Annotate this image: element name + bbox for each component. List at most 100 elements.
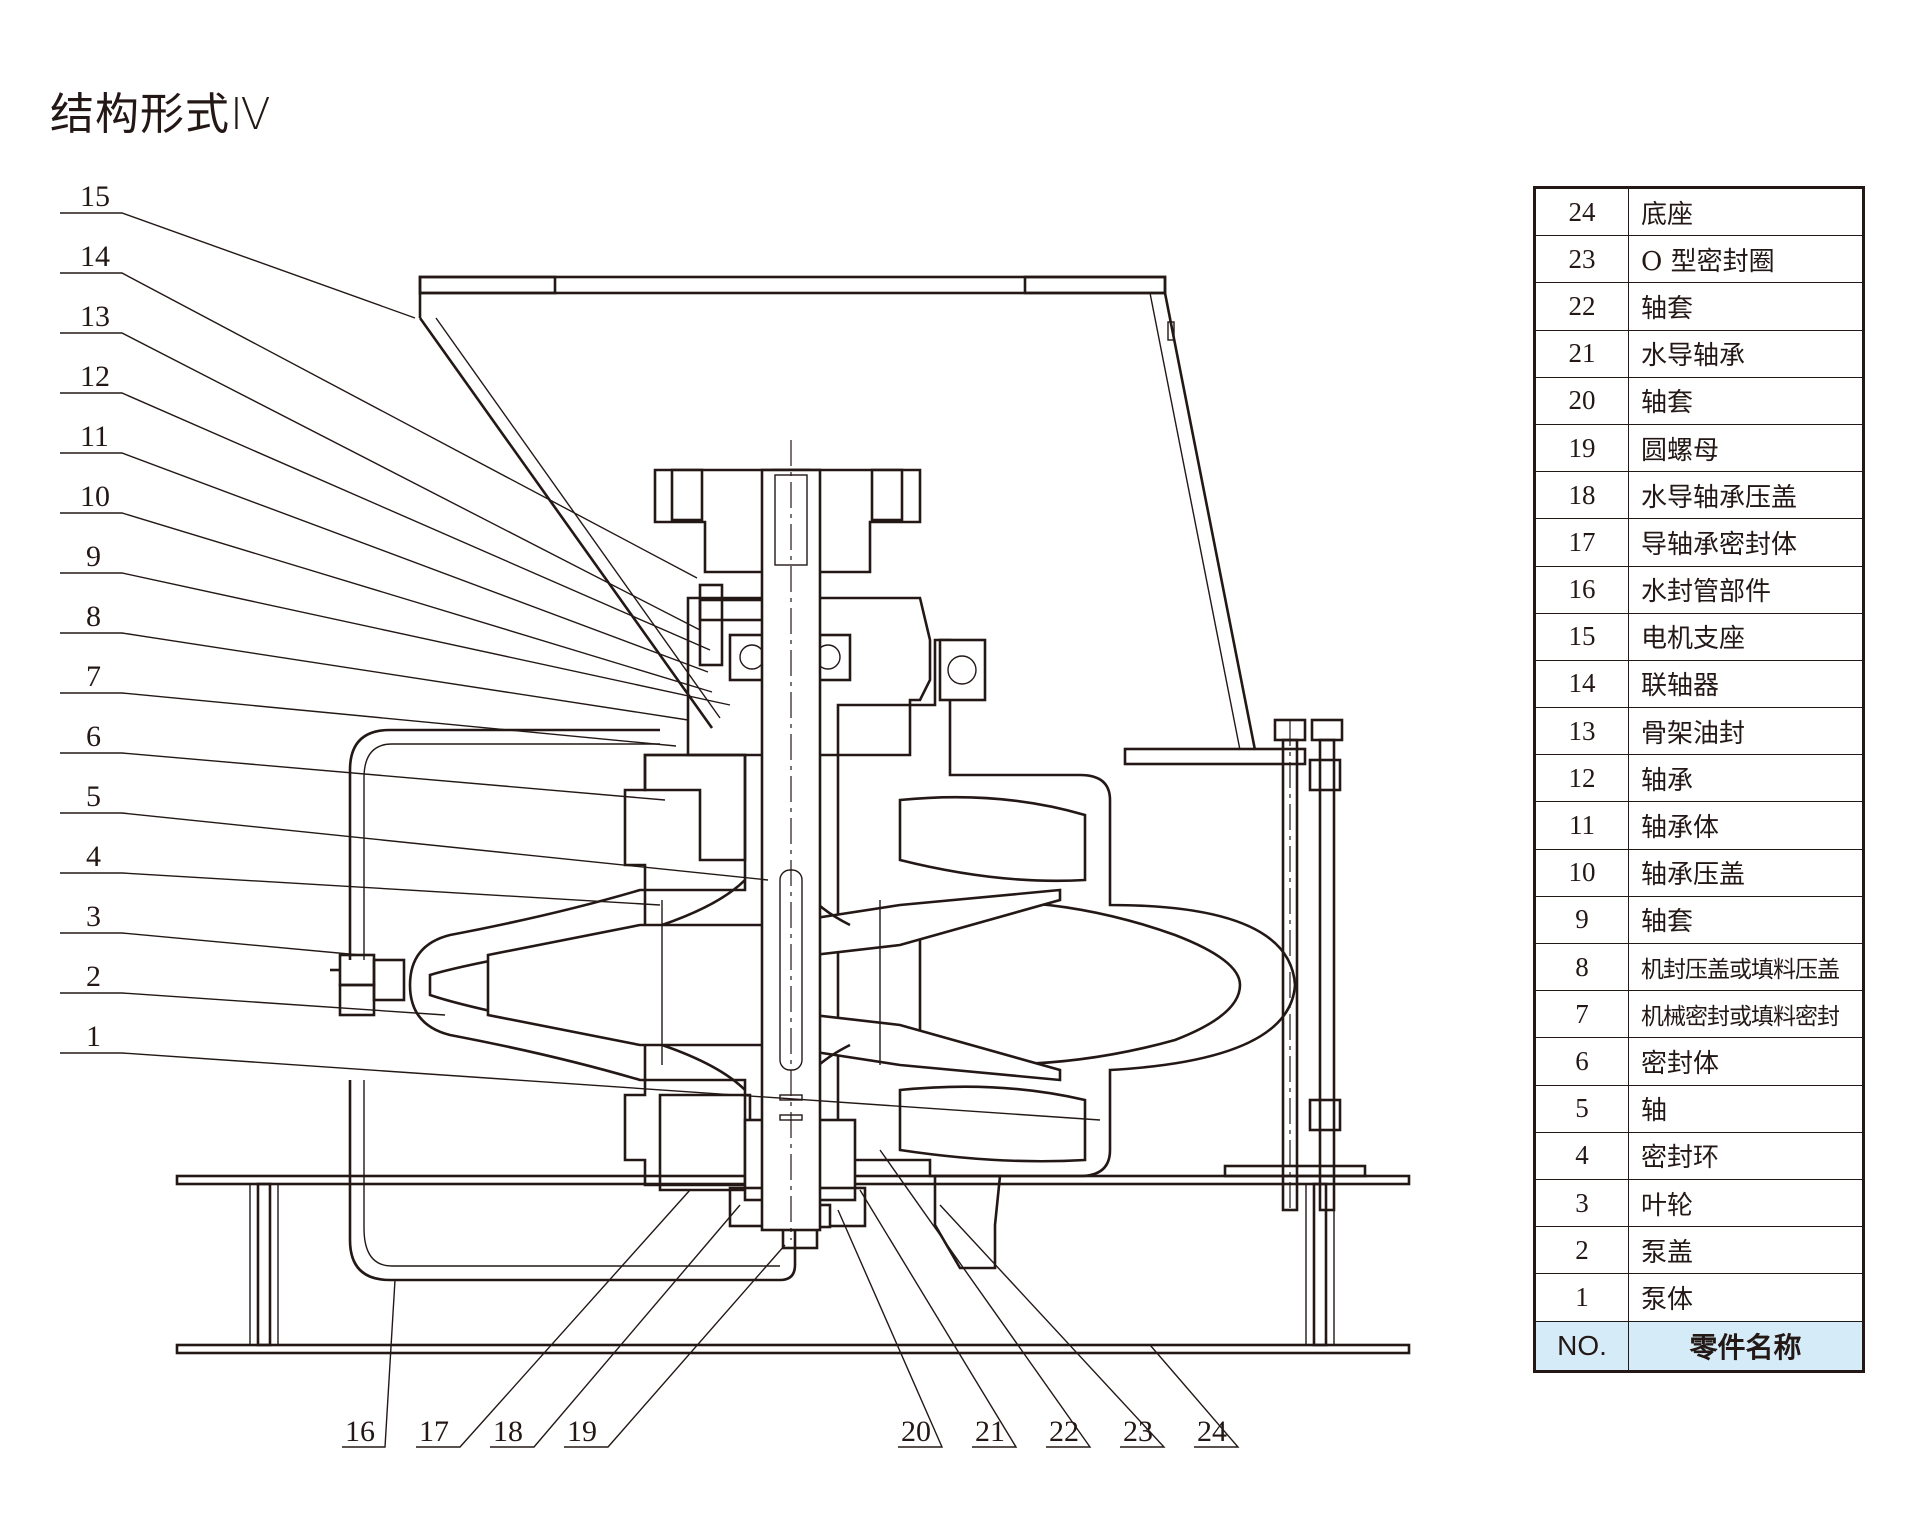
part-name: 骨架油封: [1628, 707, 1864, 756]
part-name: 机械密封或填料密封: [1628, 990, 1864, 1039]
part-name: 底座: [1628, 186, 1864, 237]
part-name: 水导轴承压盖: [1628, 471, 1864, 520]
part-number: 12: [1534, 754, 1629, 803]
header-part-name: 零件名称: [1628, 1320, 1864, 1372]
part-number: 9: [1534, 895, 1629, 945]
callout-22: 22: [1049, 1415, 1079, 1448]
part-number: 2: [1534, 1226, 1629, 1275]
callout-7: 7: [86, 660, 101, 693]
callout-5: 5: [86, 780, 101, 813]
part-number: 21: [1534, 329, 1629, 378]
part-name: 轴套: [1628, 376, 1864, 425]
callout-24: 24: [1197, 1415, 1227, 1448]
part-number: 5: [1534, 1084, 1629, 1133]
callout-13: 13: [80, 300, 110, 333]
callout-4: 4: [86, 840, 101, 873]
part-number: 3: [1534, 1178, 1629, 1228]
water-seal-pipe: [330, 728, 797, 1282]
part-name: 轴套: [1628, 895, 1864, 945]
callout-9: 9: [86, 540, 101, 573]
part-number: 19: [1534, 423, 1629, 473]
tie-bolts: [1273, 718, 1344, 1212]
callout-18: 18: [493, 1415, 523, 1448]
part-name: 导轴承密封体: [1628, 518, 1864, 567]
motor-stand: [418, 275, 1307, 766]
pump-casing-right: [836, 638, 1297, 1270]
callout-12: 12: [80, 360, 110, 393]
callout-8: 8: [86, 600, 101, 633]
part-number: 7: [1534, 990, 1629, 1039]
part-name: 水封管部件: [1628, 565, 1864, 614]
part-name: 叶轮: [1628, 1178, 1864, 1228]
part-name: 泵盖: [1628, 1226, 1864, 1275]
part-name: 密封体: [1628, 1037, 1864, 1086]
callout-2: 2: [86, 960, 101, 993]
part-name: 机封压盖或填料压盖: [1628, 942, 1864, 992]
part-number: 23: [1534, 235, 1629, 284]
callout-21: 21: [975, 1415, 1005, 1448]
header-no: NO.: [1534, 1320, 1629, 1372]
callout-17: 17: [419, 1415, 449, 1448]
part-name: 轴承体: [1628, 801, 1864, 850]
part-name: 圆螺母: [1628, 423, 1864, 473]
callout-11: 11: [80, 420, 109, 453]
part-number: 8: [1534, 942, 1629, 992]
part-name: O 型密封圈: [1628, 235, 1864, 284]
bottom-callout-numbers: 16 17 18 19 20 21 22 23 24: [345, 1415, 1227, 1448]
part-number: 18: [1534, 471, 1629, 520]
part-number: 24: [1534, 186, 1629, 237]
callout-1: 1: [86, 1020, 101, 1053]
part-number: 20: [1534, 376, 1629, 425]
part-number: 4: [1534, 1131, 1629, 1180]
part-number: 16: [1534, 565, 1629, 614]
part-name: 联轴器: [1628, 659, 1864, 709]
left-leaders: [60, 212, 1101, 1121]
part-name: 轴套: [1628, 282, 1864, 331]
part-name: 泵体: [1628, 1273, 1864, 1322]
callout-19: 19: [567, 1415, 597, 1448]
callout-23: 23: [1123, 1415, 1153, 1448]
part-name: 轴承: [1628, 754, 1864, 803]
part-number: 10: [1534, 848, 1629, 897]
page-title: 结构形式Ⅳ: [50, 89, 272, 140]
bottom-leaders: [342, 1149, 1240, 1448]
table-header-row: NO.零件名称: [1534, 1320, 1864, 1372]
part-number: 6: [1534, 1037, 1629, 1086]
part-number: 17: [1534, 518, 1629, 567]
part-number: 22: [1534, 282, 1629, 331]
shaft: [760, 440, 822, 1240]
part-number: 15: [1534, 612, 1629, 661]
part-number: 1: [1534, 1273, 1629, 1322]
part-name: 电机支座: [1628, 612, 1864, 661]
callout-10: 10: [80, 480, 110, 513]
part-name: 密封环: [1628, 1131, 1864, 1180]
callout-6: 6: [86, 720, 101, 753]
part-number: 11: [1534, 801, 1629, 850]
part-name: 水导轴承: [1628, 329, 1864, 378]
callout-14: 14: [80, 240, 110, 273]
callout-20: 20: [901, 1415, 931, 1448]
